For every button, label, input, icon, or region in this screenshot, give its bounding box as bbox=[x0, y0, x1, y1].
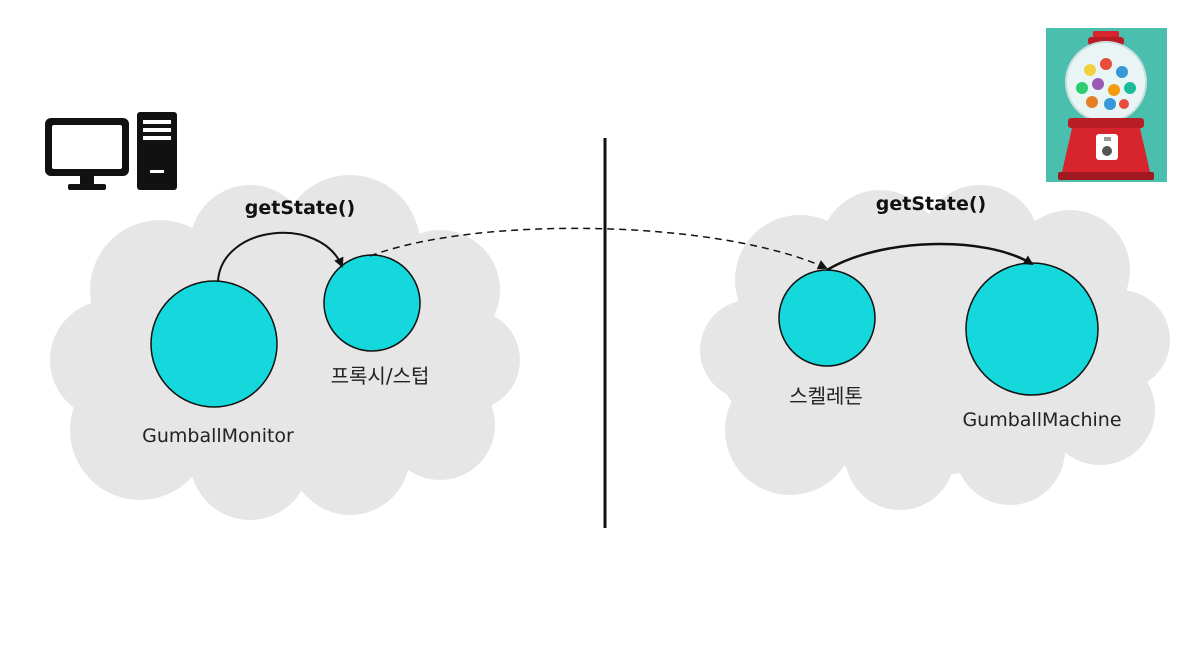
local-call-arrow bbox=[217, 231, 344, 282]
gumball-machine-node bbox=[965, 262, 1099, 396]
gumball-monitor-label: GumballMonitor bbox=[142, 425, 294, 447]
proxy-stub-label: 프록시/스텁 bbox=[331, 364, 430, 388]
network-call-arrow bbox=[369, 227, 828, 270]
skeleton-node bbox=[778, 269, 876, 367]
left-call-label: getState() bbox=[245, 197, 356, 219]
client-cloud bbox=[50, 175, 520, 520]
gumball-monitor-node bbox=[150, 280, 278, 408]
right-call-label: getState() bbox=[876, 193, 987, 215]
proxy-stub-node bbox=[323, 254, 421, 352]
computer-icon bbox=[45, 112, 177, 190]
gumball-machine-label: GumballMachine bbox=[962, 409, 1121, 431]
skeleton-label: 스켈레톤 bbox=[789, 384, 863, 408]
remote-call-arrow bbox=[826, 242, 1034, 272]
gumball-machine-icon bbox=[1046, 28, 1167, 182]
server-cloud bbox=[700, 185, 1170, 510]
